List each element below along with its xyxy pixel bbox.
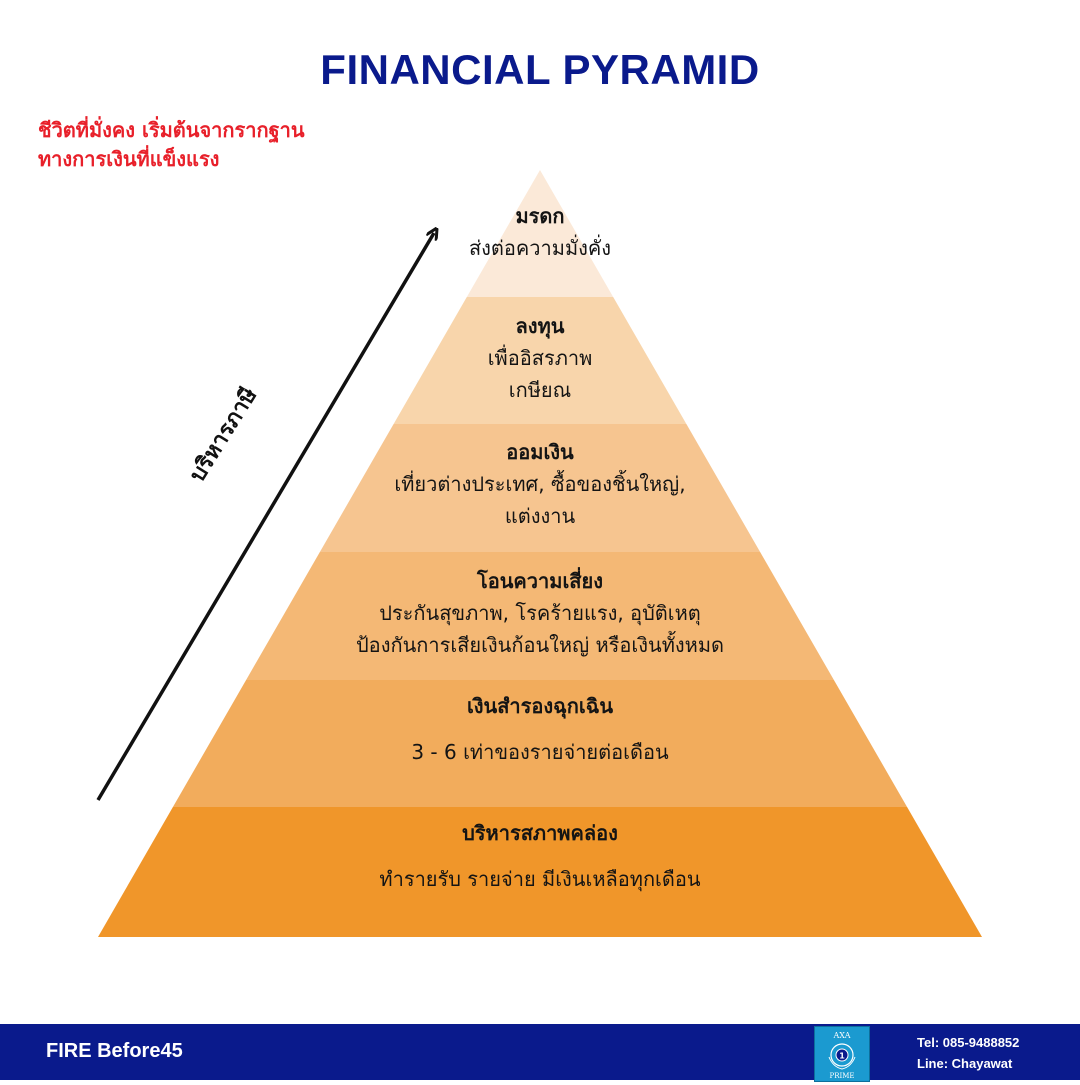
pyramid-layer-5 [172,680,908,807]
page-title: FINANCIAL PYRAMID [320,46,760,93]
layer-text-1: มรดกส่งต่อความมั่งคั่ง [240,200,840,264]
layer-desc-line: ประกันสุขภาพ, โรคร้ายแรง, อุบัติเหตุ [379,601,701,625]
layer-title: ลงทุน [515,314,565,338]
pyramid-layer-1 [466,170,614,297]
layer-title: ออมเงิน [506,440,574,464]
layer-desc-line: ทำรายรับ รายจ่าย มีเงินเหลือทุกเดือน [379,867,701,891]
layer-title: มรดก [515,204,565,228]
growth-arrow [96,233,434,801]
axa-prime-logo: AXA 1 PRIME [814,1026,870,1082]
subtitle-line-1: ชีวิตที่มั่งคง เริ่มต้นจากรากฐาน [38,118,305,142]
logo-text-top: AXA [833,1031,851,1040]
layer-title: เงินสำรองฉุกเฉิน [466,694,614,718]
pyramid-layer-6 [98,807,982,937]
pyramid-layer-3 [319,424,761,552]
layer-desc-line: แต่งงาน [504,504,576,528]
layer-desc-line: เพื่ออิสรภาพ [487,346,593,370]
subtitle-line-2: ทางการเงินที่แข็งแรง [38,147,220,171]
pyramid-layers [98,170,982,937]
footer-brand: FIRE Before45 [46,1040,183,1062]
logo-number: 1 [839,1052,845,1061]
layer-desc-line: 3 - 6 เท่าของรายจ่ายต่อเดือน [411,740,669,764]
logo-emblem-icon: AXA 1 PRIME [828,1031,856,1080]
layer-text-5: เงินสำรองฉุกเฉิน 3 - 6 เท่าของรายจ่ายต่อเ… [240,690,840,768]
layer-text-3: ออมเงินเที่ยวต่างประเทศ, ซื้อของชิ้นใหญ่… [240,436,840,532]
logo-text-bottom: PRIME [829,1072,854,1080]
layer-title: โอนความเสี่ยง [477,569,603,593]
layer-desc-line: เที่ยวต่างประเทศ, ซื้อของชิ้นใหญ่, [394,472,686,496]
pyramid-layer-2 [393,297,687,424]
layer-desc-line: เกษียณ [508,378,572,402]
footer-tel: Tel: 085-9488852 [917,1035,1020,1050]
footer: FIRE Before45 AXA 1 PRIME Tel: 085-94888… [0,1024,1080,1082]
footer-contact: Tel: 085-9488852 Line: Chayawat [917,1032,1019,1074]
subtitle: ชีวิตที่มั่งคง เริ่มต้นจากรากฐาน ทางการเ… [38,116,305,174]
layer-text-2: ลงทุนเพื่ออิสรภาพเกษียณ [240,310,840,406]
footer-line-id: Line: Chayawat [917,1056,1013,1071]
layer-text-4: โอนความเสี่ยงประกันสุขภาพ, โรคร้ายแรง, อ… [240,565,840,661]
layer-desc-line: ป้องกันการเสียเงินก้อนใหญ่ หรือเงินทั้งห… [355,633,725,657]
layer-text-6: บริหารสภาพคล่องทำรายรับ รายจ่าย มีเงินเห… [240,817,840,895]
layer-desc-line: ส่งต่อความมั่งคั่ง [468,236,612,260]
layer-title: บริหารสภาพคล่อง [462,821,618,845]
pyramid-layer-4 [246,552,834,680]
